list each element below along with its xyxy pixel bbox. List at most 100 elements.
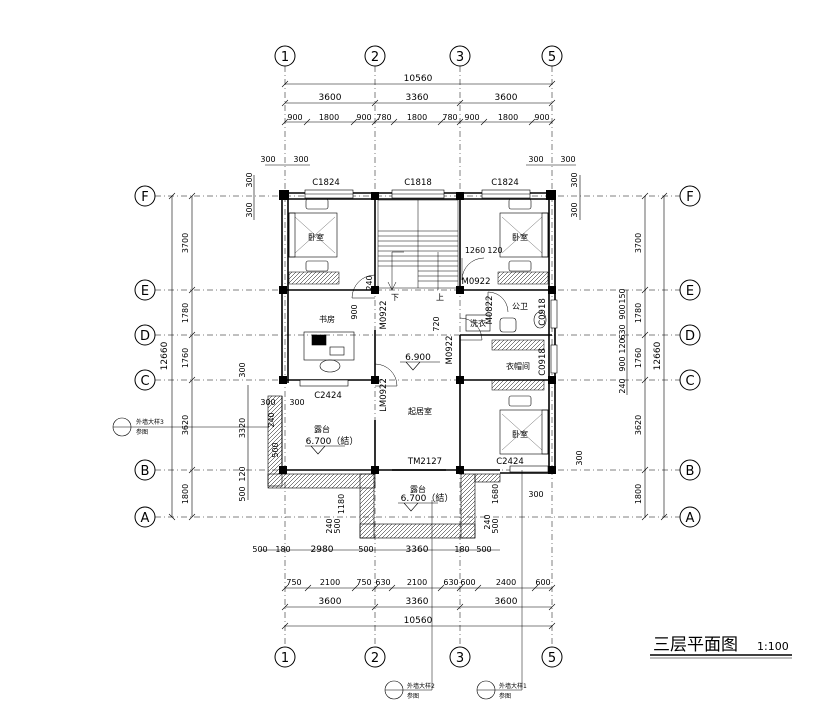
- svg-text:240: 240: [325, 518, 334, 533]
- svg-text:3620: 3620: [634, 415, 643, 435]
- svg-text:A: A: [141, 511, 150, 526]
- svg-text:1680: 1680: [491, 484, 500, 504]
- dim-top-sub: 900 1800 900 780 1800 780 900 1800 900: [287, 113, 549, 122]
- stair: [377, 199, 459, 291]
- dim-bottom-total: 10560: [404, 616, 433, 626]
- door-codes: M0922 M0922 M0822 M0922 LM0922 TM2127: [379, 277, 495, 467]
- dim-top-bay-3: 3600: [495, 93, 518, 103]
- svg-text:3620: 3620: [181, 415, 190, 435]
- drawing-title-text: 三层平面图: [653, 635, 738, 655]
- svg-text:750: 750: [286, 578, 301, 587]
- room-label-closet: 衣帽间: [506, 361, 530, 371]
- svg-text:F: F: [141, 190, 148, 205]
- window-code: C1818: [404, 178, 432, 188]
- svg-text:500: 500: [491, 518, 500, 533]
- window-marks: [299, 189, 558, 473]
- svg-text:780: 780: [442, 113, 457, 122]
- svg-text:720: 720: [432, 316, 441, 331]
- door-swings: [351, 257, 509, 471]
- svg-text:180: 180: [275, 545, 290, 554]
- svg-text:1: 1: [281, 50, 289, 65]
- room-label-public-bath: 公卫: [512, 302, 528, 311]
- svg-text:1780: 1780: [634, 303, 643, 323]
- dim-bottom-row2: 750 2100 750 630 2100 630 600 2400 600: [286, 578, 550, 587]
- svg-text:1800: 1800: [634, 484, 643, 504]
- svg-text:5: 5: [548, 651, 556, 666]
- window-code: C2424: [314, 391, 342, 401]
- svg-text:180: 180: [454, 545, 469, 554]
- dim-top-bay-2: 3360: [406, 93, 429, 103]
- axis-bubble-5-bottom: 5: [541, 646, 563, 668]
- svg-text:300: 300: [238, 362, 247, 377]
- detail-ref-bottom-right: 外墙大样1 参图: [476, 470, 527, 700]
- svg-text:900: 900: [287, 113, 302, 122]
- detail-ref-bottom-middle: 外墙大样2 参图: [384, 500, 435, 700]
- svg-text:500: 500: [271, 442, 280, 457]
- svg-text:B: B: [686, 464, 695, 479]
- svg-text:外墙大样1: 外墙大样1: [499, 682, 527, 690]
- svg-text:B: B: [141, 464, 150, 479]
- svg-text:500: 500: [238, 486, 247, 501]
- svg-text:外墙大样2: 外墙大样2: [407, 682, 435, 690]
- svg-text:1180: 1180: [337, 494, 346, 514]
- svg-text:120: 120: [487, 246, 502, 255]
- door-code: M0922: [462, 277, 491, 287]
- svg-text:600: 600: [535, 578, 550, 587]
- level-terrace-bottom: 6.700（結）: [401, 492, 454, 504]
- room-label-bedroom: 卧室: [512, 429, 528, 439]
- svg-text:1: 1: [281, 651, 289, 666]
- axis-bubble-1-bottom: 1: [274, 646, 296, 668]
- dim-bottom-bay-2: 3360: [406, 597, 429, 607]
- svg-text:500: 500: [476, 545, 491, 554]
- svg-text:900: 900: [618, 356, 627, 371]
- dim-bottom-bay-1: 3600: [319, 597, 342, 607]
- bed-lower-right: [499, 395, 549, 455]
- svg-text:3360: 3360: [406, 545, 429, 555]
- top-dimensions: [281, 80, 556, 126]
- misc-dims: 240 500 1180 1680 240 500 240 500 300 30…: [260, 398, 543, 534]
- svg-text:2980: 2980: [311, 545, 334, 555]
- window-code: C1824: [491, 178, 519, 188]
- svg-text:300: 300: [245, 202, 254, 217]
- door-code: LM0922: [379, 378, 389, 412]
- svg-text:1800: 1800: [181, 484, 190, 504]
- svg-text:2: 2: [371, 50, 379, 65]
- svg-text:900: 900: [618, 304, 627, 319]
- dim-bottom-row1: 500 180 2980 500 3360 180 500: [252, 545, 491, 555]
- svg-text:300: 300: [570, 202, 579, 217]
- svg-text:630: 630: [618, 324, 627, 339]
- level-marks: [305, 361, 440, 512]
- axis-bubble-E-left: E: [134, 279, 156, 301]
- door-code: M0922: [379, 301, 389, 330]
- room-label-bedroom: 卧室: [512, 232, 528, 242]
- dim-right-total: 12660: [653, 341, 663, 370]
- door-code: M0922: [445, 336, 455, 365]
- terrace-left: [267, 395, 376, 489]
- svg-text:参图: 参图: [407, 692, 419, 700]
- svg-text:外墙大样3: 外墙大样3: [136, 418, 164, 426]
- svg-text:A: A: [686, 511, 695, 526]
- svg-text:300: 300: [528, 155, 543, 164]
- svg-text:参图: 参图: [499, 692, 511, 700]
- svg-text:1260: 1260: [465, 246, 485, 255]
- axis-bubble-C-right: C: [679, 369, 701, 391]
- bottom-dimensions: [260, 549, 556, 630]
- dim-right-segments: 3700 1780 1760 3620 1800: [634, 233, 643, 504]
- room-labels: 卧室 卧室 卧室 书房 公卫 洗衣 衣帽间 起居室 露台 露台: [308, 232, 530, 494]
- svg-text:3: 3: [456, 651, 464, 666]
- svg-text:1800: 1800: [319, 113, 339, 122]
- room-label-bedroom: 卧室: [308, 232, 324, 242]
- svg-text:5: 5: [548, 50, 556, 65]
- window-codes: C1824 C1818 C1824 C2424 C2424 C0918 C091…: [312, 178, 548, 467]
- svg-text:1800: 1800: [498, 113, 518, 122]
- svg-text:2: 2: [371, 651, 379, 666]
- svg-text:630: 630: [375, 578, 390, 587]
- svg-text:780: 780: [376, 113, 391, 122]
- svg-text:600: 600: [460, 578, 475, 587]
- axis-bubble-2-bottom: 2: [364, 646, 386, 668]
- svg-text:E: E: [686, 284, 694, 299]
- svg-text:2400: 2400: [496, 578, 516, 587]
- axis-bubble-3-top: 3: [449, 45, 471, 67]
- room-label-terrace: 露台: [314, 424, 330, 434]
- svg-text:120: 120: [618, 338, 627, 353]
